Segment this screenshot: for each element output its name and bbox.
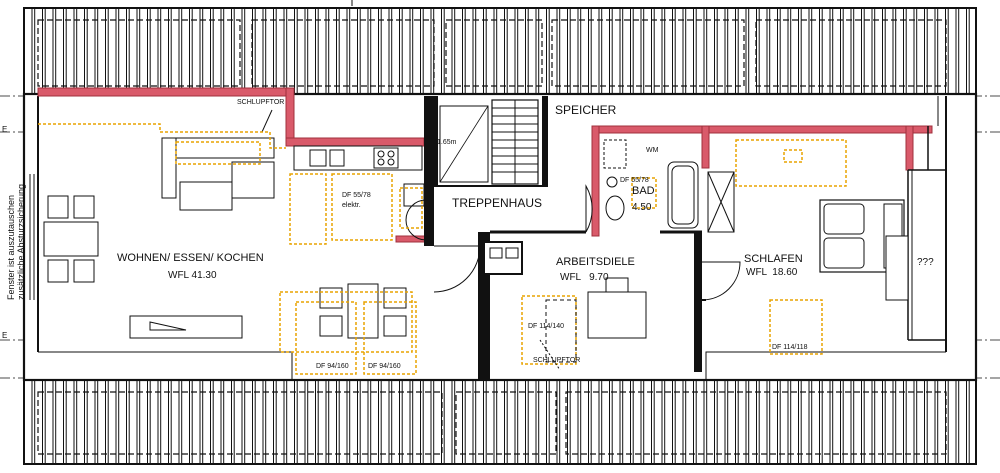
label-df-wohnen-2: DF 94/160 xyxy=(368,363,401,370)
label-schlafen: SCHLAFEN xyxy=(744,253,803,265)
side-note-2: zusätzliche Absturzsicherung xyxy=(16,184,26,300)
label-wm: WM xyxy=(646,147,659,154)
label-arbeitsdiele-area: WFL 9.70 xyxy=(560,272,609,283)
label-arbeitsdiele: ARBEITSDIELE xyxy=(556,256,635,268)
label-schlafen-area: WFL 18.60 xyxy=(746,267,798,278)
label-wohnen-area: WFL 41.30 xyxy=(168,270,217,281)
chimney xyxy=(483,241,523,275)
label-df-arbeits: DF 114/140 xyxy=(528,323,564,330)
label-df-schlafen: DF 114/118 xyxy=(772,344,808,351)
label-schlupftor-bottom: SCHLUPFTOR xyxy=(533,357,580,364)
label-df-wohnen-1: DF 94/160 xyxy=(316,363,349,370)
labels: SPEICHER TREPPENHAUS WOHNEN/ ESSEN/ KOCH… xyxy=(2,99,934,370)
label-height: 1.65m xyxy=(437,139,457,146)
side-note-1: Fenster ist auszutauschen xyxy=(6,195,16,300)
label-bad: BAD xyxy=(632,185,655,197)
roof-bottom xyxy=(23,379,977,465)
staircase xyxy=(439,99,539,185)
label-unknown: ??? xyxy=(917,257,934,268)
axis-e-top: E xyxy=(2,125,7,134)
roof-top xyxy=(23,7,977,95)
desk xyxy=(587,277,647,339)
bath-fixtures xyxy=(603,139,699,229)
label-df-bad: DF 55/78 xyxy=(620,177,649,184)
axis-e-bottom: E xyxy=(2,331,7,340)
living-furniture xyxy=(43,137,407,339)
doors xyxy=(261,109,741,301)
kitchen xyxy=(293,145,425,207)
roof-windows xyxy=(539,299,577,371)
label-schlupftor-top: SCHLUPFTOR xyxy=(237,99,284,106)
bedroom-furniture xyxy=(707,171,909,301)
label-df-kitchen-sub: elektr. xyxy=(342,202,361,209)
new-walls xyxy=(37,87,933,243)
label-treppenhaus: TREPPENHAUS xyxy=(452,196,542,210)
label-wohnen: WOHNEN/ ESSEN/ KOCHEN xyxy=(117,252,264,264)
label-bad-area: 4.50 xyxy=(632,202,652,213)
label-df-kitchen: DF 55/78 xyxy=(342,192,371,199)
label-speicher: SPEICHER xyxy=(555,103,617,117)
